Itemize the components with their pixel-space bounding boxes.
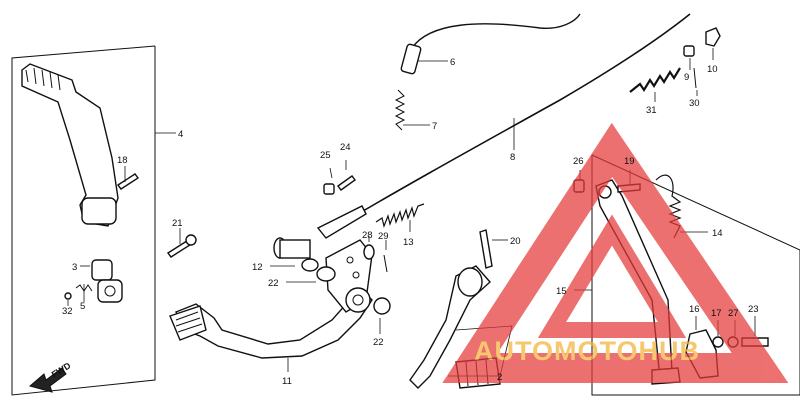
callout-7: 7 [432,121,437,132]
callout-3: 3 [72,262,77,273]
bolt-24 [337,175,356,191]
brake-pedal-11 [169,239,373,359]
watermark-triangle-outer [442,122,789,383]
callout-22b: 22 [373,337,384,348]
callout-14: 14 [712,228,723,239]
washer-22a [316,266,336,282]
group-box-sidestand [591,154,800,396]
callout-2-main: 2 [497,372,502,383]
watermark-text: AUTOMOTOHUB [474,336,700,366]
rod-clevis [316,205,367,239]
bolt-20 [479,229,493,269]
spring-31 [629,67,681,93]
callout-12: 12 [252,262,263,273]
callout-10: 10 [707,64,718,75]
callout-24: 24 [340,142,351,153]
callout-20: 20 [510,236,521,247]
callouts: 4 18 21 3 9 5 32 6 7 8 9 10 31 30 24 25 … [62,57,759,387]
nut-28 [363,244,375,260]
washer-22b [373,297,391,315]
callout-25: 25 [320,150,331,161]
callout-23: 23 [748,304,759,315]
callout-11: 11 [282,376,292,387]
pivot-bolt-12 [273,237,319,272]
bolt-18 [116,173,140,190]
pin-29 [383,254,388,273]
callout-26: 26 [573,156,584,167]
pin-30 [693,67,697,89]
callout-9: 9 [684,72,689,83]
callout-15: 15 [556,286,567,297]
watermark-logo: AUTOMOTOHUB [442,122,789,383]
callout-17: 17 [711,308,722,319]
callout-29: 29 [378,231,389,242]
bolt-9 [683,45,695,57]
spring-13 [375,203,425,228]
fwd-arrow-icon: FWD [28,360,73,393]
switch-spring-7 [394,89,406,131]
callout-21: 21 [172,218,183,229]
callout-4: 4 [178,129,183,140]
brake-switch-6 [400,43,422,75]
callout-28: 28 [362,230,373,241]
callout-32: 32 [62,306,73,317]
kick-shaft-3 [91,259,123,303]
nut-25 [323,183,335,195]
callout-5: 5 [80,301,85,312]
brake-rod-8 [327,13,691,233]
callout-13: 13 [403,237,414,248]
callout-31: 31 [646,105,657,116]
ball-32 [64,292,72,300]
group-box-kickstarter [11,45,156,396]
switch-wire [411,13,581,49]
watermark-triangle-inner [537,214,687,338]
stand-spring-14 [655,174,682,239]
callout-19: 19 [624,156,635,167]
callout-6: 6 [450,57,455,68]
callout-30: 30 [689,98,700,109]
nut-17 [712,336,724,348]
callout-16: 16 [689,304,700,315]
kick-starter-arm [21,63,119,227]
callout-18: 18 [117,155,128,166]
callout-8: 8 [510,152,515,163]
callout-22a: 22 [268,278,279,289]
wing-nut-10 [705,27,721,47]
callout-27: 27 [728,308,739,319]
